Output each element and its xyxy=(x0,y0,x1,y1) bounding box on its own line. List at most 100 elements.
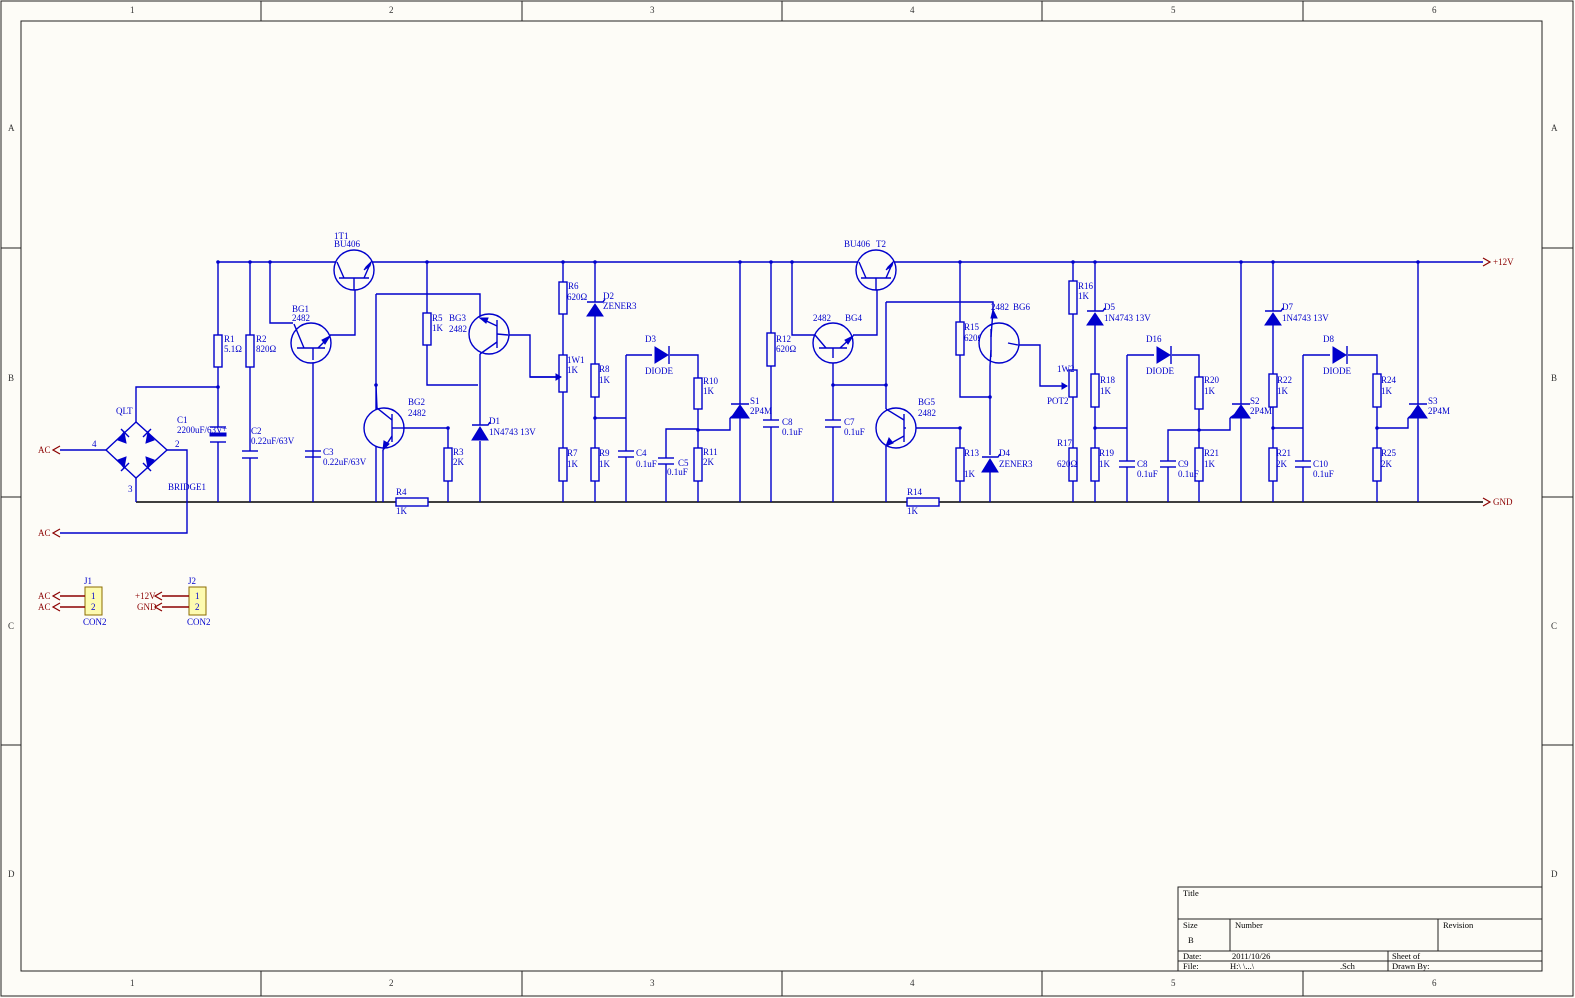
r5-ref: R5 xyxy=(432,313,443,323)
frame-row-c-left: C xyxy=(8,621,14,631)
w1-value: 1K xyxy=(567,365,579,375)
r1-value: 5.1Ω xyxy=(224,344,242,354)
c8b-value: 0.1uF xyxy=(1137,469,1158,479)
c8b-ref: C8 xyxy=(1137,459,1148,469)
r21a-ref: R21 xyxy=(1204,448,1219,458)
t1-value: BU406 xyxy=(334,239,361,249)
j1-ac-port-1: AC xyxy=(38,591,51,601)
r4-ref: R4 xyxy=(396,487,407,497)
c1-value: 2200uF/63V xyxy=(177,425,223,435)
r15-value: 620Ω xyxy=(964,333,985,343)
c3-ref: C3 xyxy=(323,447,334,457)
s2-ref: S2 xyxy=(1250,396,1260,406)
r13-ref: R13 xyxy=(964,448,980,458)
size-label: Size xyxy=(1183,920,1198,930)
c9-value: 0.1uF xyxy=(1178,469,1199,479)
r8-ref: R8 xyxy=(599,364,610,374)
s3-ref: S3 xyxy=(1428,396,1438,406)
r7-ref: R7 xyxy=(567,448,578,458)
frame-row-a-left: A xyxy=(8,123,15,133)
c8a-value: 0.1uF xyxy=(782,427,803,437)
transistors: 1T1 BU406 BU406 T2 BG1 2482 BG2 2482 BG3 xyxy=(290,231,1031,452)
r6-value: 620Ω xyxy=(567,292,588,302)
r18-value: 1K xyxy=(1100,386,1112,396)
r22-value: 1K xyxy=(1277,386,1289,396)
bg3-ref: BG3 xyxy=(449,313,467,323)
t1-ref: 1T1 xyxy=(334,231,349,241)
c2-ref: C2 xyxy=(251,426,262,436)
vcc-port-label: +12V xyxy=(1493,257,1514,267)
s3-value: 2P4M xyxy=(1428,406,1450,416)
d3-value: DIODE xyxy=(645,366,673,376)
bg6-ref: BG6 xyxy=(1013,302,1031,312)
frame-col-3-bottom: 3 xyxy=(650,978,655,988)
c1-plus-icon: + xyxy=(222,424,227,434)
c7-value: 0.1uF xyxy=(844,427,865,437)
title-block: Title Size B Number Revision Date: 2011/… xyxy=(1177,886,1543,972)
r13-value: 1K xyxy=(964,469,976,479)
j2-gnd-port: GND xyxy=(137,602,157,612)
j2-ref: J2 xyxy=(188,576,196,586)
frame-col-5-bottom: 5 xyxy=(1171,978,1176,988)
file-path: H:\ \...\ xyxy=(1230,961,1255,971)
r20-ref: R20 xyxy=(1204,375,1220,385)
r4-value: 1K xyxy=(396,506,408,516)
c3-value: 0.22uF/63V xyxy=(323,457,367,467)
date-value: 2011/10/26 xyxy=(1232,951,1270,961)
t2-ref: T2 xyxy=(876,239,886,249)
c7-ref: C7 xyxy=(844,417,855,427)
r7-value: 1K xyxy=(567,459,579,469)
d4-value: ZENER3 xyxy=(999,459,1033,469)
r20-value: 1K xyxy=(1204,386,1216,396)
frame-row-b-right: B xyxy=(1551,373,1557,383)
frame-row-a-right: A xyxy=(1551,123,1558,133)
capacitors: + C1 2200uF/63V C2 0.22uF/63V C3 0.22uF/… xyxy=(177,415,1334,479)
wiring xyxy=(60,260,1483,534)
drawn-by-label: Drawn By: xyxy=(1392,961,1430,971)
r3-value: 2K xyxy=(453,457,465,467)
bridge-ref: QLT xyxy=(116,406,133,416)
d2-value: ZENER3 xyxy=(603,301,637,311)
gnd-port-label: GND xyxy=(1493,497,1513,507)
frame-col-6-bottom: 6 xyxy=(1432,978,1437,988)
r19-ref: R19 xyxy=(1099,448,1115,458)
frame-row-d-right: D xyxy=(1551,869,1558,879)
size-value: B xyxy=(1188,935,1194,945)
frame-row-b-left: B xyxy=(8,373,14,383)
r11-ref: R11 xyxy=(703,447,718,457)
d5-ref: D5 xyxy=(1104,302,1115,312)
frame-col-4-top: 4 xyxy=(910,5,915,15)
r10-value: 1K xyxy=(703,386,715,396)
d1-ref: D1 xyxy=(489,416,500,426)
date-label: Date: xyxy=(1183,951,1201,961)
c10-value: 0.1uF xyxy=(1313,469,1334,479)
r16-value: 1K xyxy=(1078,291,1090,301)
ac-port-label-1: AC xyxy=(38,445,51,455)
bridge-pin-2: 2 xyxy=(175,439,180,449)
r14-value: 1K xyxy=(907,506,919,516)
frame-col-4-bottom: 4 xyxy=(910,978,915,988)
revision-label: Revision xyxy=(1443,920,1474,930)
r18-ref: R18 xyxy=(1100,375,1116,385)
j1-value: CON2 xyxy=(83,617,107,627)
r21b-value: 2K xyxy=(1276,459,1288,469)
diodes: D1 1N4743 13V D2 ZENER3 D3 DIODE D4 ZENE… xyxy=(471,291,1351,473)
sheet-label: Sheet of xyxy=(1392,951,1420,961)
ac-port-label-2: AC xyxy=(38,528,51,538)
d8-value: DIODE xyxy=(1323,366,1351,376)
s1-ref: S1 xyxy=(750,396,760,406)
bg2-value: 2482 xyxy=(408,408,426,418)
r21b-ref: R21 xyxy=(1276,448,1291,458)
bg1-ref: BG1 xyxy=(292,304,309,314)
r5-value: 1K xyxy=(432,323,444,333)
r2-value: 820Ω xyxy=(256,344,277,354)
c4-value: 0.1uF xyxy=(636,459,657,469)
r11-value: 2K xyxy=(703,457,715,467)
number-label: Number xyxy=(1235,920,1263,930)
bridge-rectifier: QLT BRIDGE1 4 2 3 xyxy=(92,406,206,494)
r19-value: 1K xyxy=(1099,459,1111,469)
c9-ref: C9 xyxy=(1178,459,1189,469)
r1-ref: R1 xyxy=(224,334,235,344)
j1-pin-2: 2 xyxy=(91,602,96,612)
